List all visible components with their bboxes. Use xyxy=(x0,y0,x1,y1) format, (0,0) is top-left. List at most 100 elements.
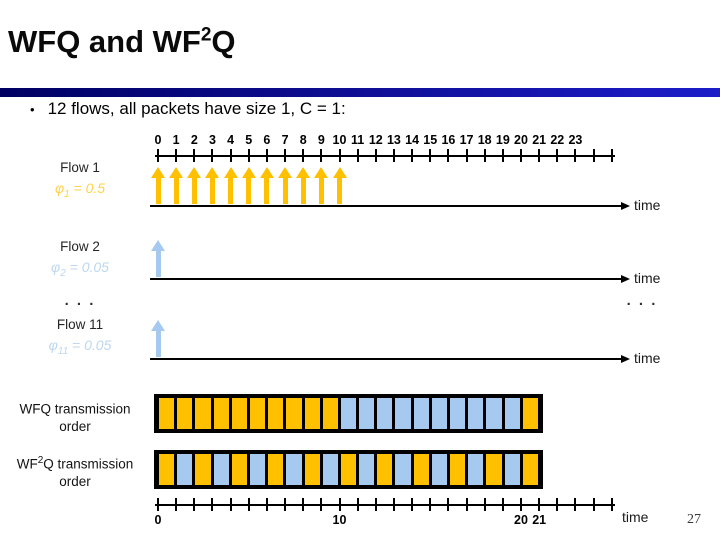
top-ruler-number: 6 xyxy=(263,133,271,147)
packet-arrow-head xyxy=(205,167,220,178)
top-ruler-number: 3 xyxy=(208,133,216,147)
transmission-cell xyxy=(468,398,484,429)
transmission-cell xyxy=(304,454,320,485)
transmission-cell xyxy=(322,398,338,429)
transmission-cell xyxy=(504,454,520,485)
ruler-tick xyxy=(465,149,468,162)
slide-title: WFQ and WF2Q xyxy=(8,24,236,60)
ruler-tick xyxy=(157,498,159,511)
label-text: WF xyxy=(16,456,38,472)
ruler-tick xyxy=(411,498,414,511)
ruler-tick xyxy=(610,149,613,162)
top-ruler-number: 0 xyxy=(154,133,162,147)
top-ruler-number: 1 xyxy=(172,133,180,147)
packet-arrow xyxy=(241,167,256,204)
flow-timeline-arrowhead xyxy=(621,355,630,363)
packet-arrow xyxy=(296,167,311,204)
ruler-tick xyxy=(338,498,341,511)
ruler-tick xyxy=(229,149,232,162)
ruler-tick xyxy=(483,498,486,511)
flow-timeline xyxy=(150,358,621,360)
transmission-cell xyxy=(231,454,247,485)
page-number: 27 xyxy=(687,512,701,527)
ruler-tick xyxy=(320,149,323,162)
ruler-tick xyxy=(211,149,214,162)
packet-arrow-shaft xyxy=(282,178,288,204)
packet-arrow-shaft xyxy=(300,178,306,204)
top-ruler-number: 5 xyxy=(245,133,253,147)
ruler-tick xyxy=(538,149,541,162)
label-text: Q transmission xyxy=(43,456,134,472)
flow-timeline-arrowhead xyxy=(621,275,630,283)
top-ruler-number: 19 xyxy=(495,133,510,147)
ruler-tick xyxy=(302,149,305,162)
ruler-tick xyxy=(157,149,159,162)
time-axis-label: time xyxy=(622,509,649,525)
ruler-tick xyxy=(229,498,232,511)
transmission-cell xyxy=(159,454,175,485)
packet-arrow xyxy=(169,167,184,204)
ruler-tick xyxy=(483,149,486,162)
bottom-ruler-number: 21 xyxy=(532,513,547,527)
bottom-ruler-number: 0 xyxy=(154,513,162,527)
bottom-ruler-number: 10 xyxy=(332,513,347,527)
packet-arrow-shaft xyxy=(318,178,324,204)
ruler-tick xyxy=(247,498,250,511)
transmission-cell xyxy=(304,398,320,429)
wf2q-row-label-line2: order xyxy=(59,473,91,489)
top-ruler-number: 22 xyxy=(550,133,565,147)
packet-arrow-shaft xyxy=(337,178,342,204)
flow-phi-label: φ11 = 0.05 xyxy=(18,337,142,357)
top-ruler-number: 12 xyxy=(368,133,383,147)
wf2q-row-label-line1: WF2Q transmission xyxy=(2,452,148,473)
ruler-tick xyxy=(447,498,450,511)
top-ruler-number: 9 xyxy=(317,133,325,147)
ruler-tick xyxy=(374,498,377,511)
transmission-cell xyxy=(377,398,393,429)
packet-arrow-head xyxy=(314,167,329,178)
transmission-cell xyxy=(522,398,538,429)
top-ruler-number: 18 xyxy=(477,133,492,147)
ruler-tick xyxy=(356,149,359,162)
ruler-tick xyxy=(265,149,268,162)
transmission-cell xyxy=(195,398,211,429)
top-ruler-number: 4 xyxy=(227,133,235,147)
packet-arrow xyxy=(205,167,220,204)
ruler-tick xyxy=(556,498,559,511)
wf2q-transmission-row xyxy=(154,450,543,489)
ruler-tick xyxy=(338,149,341,162)
bullet-text: 12 flows, all packets have size 1, C = 1… xyxy=(47,99,346,118)
top-ruler-number: 11 xyxy=(351,133,365,147)
ruler-tick xyxy=(538,498,541,511)
bullet-item: • 12 flows, all packets have size 1, C =… xyxy=(30,99,346,121)
packet-arrow xyxy=(223,167,238,204)
top-ruler-number: 21 xyxy=(532,133,547,147)
transmission-cell xyxy=(359,398,375,429)
top-ruler-number: 2 xyxy=(190,133,198,147)
bottom-ruler-number: 20 xyxy=(514,513,528,527)
transmission-cell xyxy=(468,454,484,485)
ruler-line xyxy=(155,504,615,506)
packet-arrow xyxy=(151,320,165,357)
ruler-tick xyxy=(392,498,395,511)
transmission-cell xyxy=(249,454,266,485)
top-ruler-number: 13 xyxy=(386,133,401,147)
ruler-tick xyxy=(320,498,323,511)
transmission-cell xyxy=(340,454,357,485)
ruler-tick xyxy=(193,149,196,162)
packet-arrow-head xyxy=(278,167,293,178)
flow-timeline xyxy=(150,278,621,280)
transmission-cell xyxy=(268,398,284,429)
wfq-row-label-line2: order xyxy=(59,418,91,434)
packet-arrow-head xyxy=(169,167,184,178)
ruler-tick xyxy=(574,149,577,162)
ruler-tick xyxy=(610,498,613,511)
ruler-tick xyxy=(447,149,450,162)
transmission-cell xyxy=(322,454,338,485)
packet-arrow-head xyxy=(151,240,165,251)
top-ruler-number: 10 xyxy=(332,133,347,147)
title-text-suffix: Q xyxy=(211,24,236,59)
phi-text: 2 xyxy=(60,267,66,279)
flow-timeline-arrowhead xyxy=(621,202,630,210)
packet-arrow xyxy=(278,167,293,204)
